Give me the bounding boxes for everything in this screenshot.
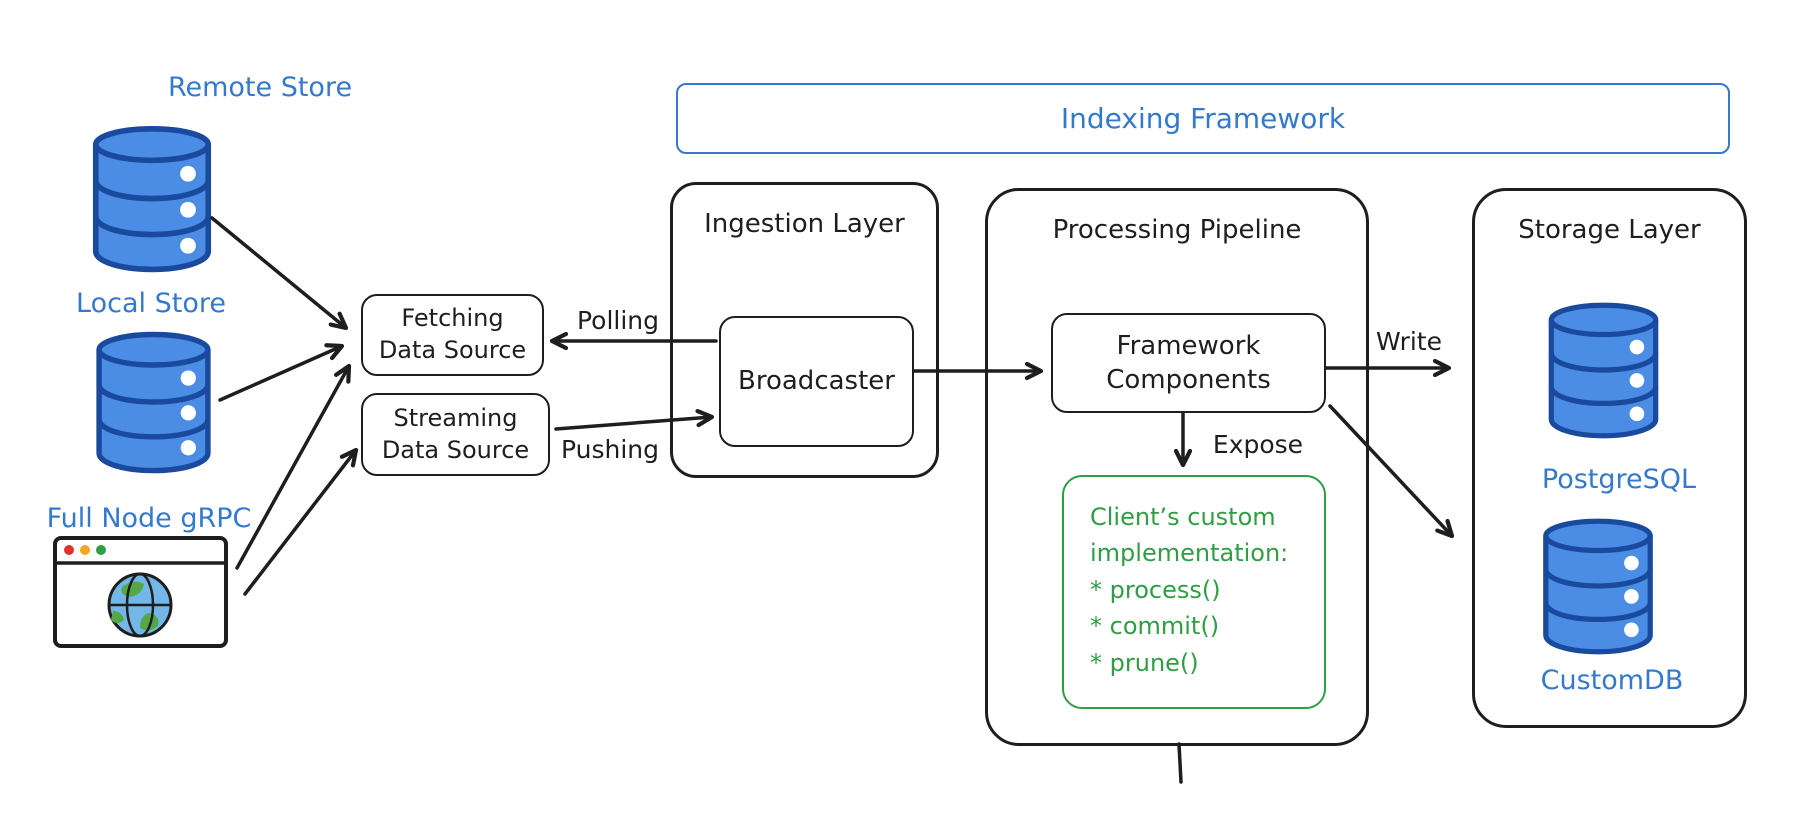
postgresql-label: PostgreSQL [1541,464,1697,495]
globe-icon [107,572,173,638]
edge-label-polling: Polling [576,306,660,335]
storage-layer-title: Storage Layer [1518,215,1701,245]
arrow-fullnode-to-fetching [235,363,352,570]
ingestion-layer-title: Ingestion Layer [704,209,905,239]
processing-pipeline-container: Processing Pipeline Framework Components… [985,188,1369,746]
broadcaster-node: Broadcaster [719,316,914,447]
indexing-framework-title: Indexing Framework [1060,102,1346,135]
edge-label-expose: Expose [1212,430,1304,459]
local-store-database-icon [89,328,218,476]
framework-components-node: Framework Components [1051,313,1326,413]
postgresql-database-icon [1543,299,1664,441]
full-node-browser-icon [53,536,228,648]
storage-layer-container: Storage Layer PostgreSQL CustomDB [1472,188,1747,728]
edge-label-write: Write [1375,327,1442,356]
window-dot-green-icon [96,545,106,555]
customdb-label: CustomDB [1540,665,1684,696]
window-dot-red-icon [64,545,74,555]
indexing-framework-banner: Indexing Framework [676,83,1730,154]
customdb-database-icon [1538,515,1658,657]
edge-label-pushing: Pushing [560,435,659,464]
arrow-local-to-fetching [218,343,345,402]
client-custom-implementation-note: Client’s custom implementation: * proces… [1062,475,1326,709]
remote-store-database-icon [89,122,215,275]
remote-store-label: Remote Store [167,72,353,103]
container-stroke-overshoot [1177,742,1183,784]
fetching-data-source-node: Fetching Data Source [361,294,544,376]
local-store-label: Local Store [76,288,226,319]
full-node-grpc-label: Full Node gRPC [46,503,252,534]
ingestion-layer-container: Ingestion Layer Broadcaster [670,182,939,478]
processing-pipeline-title: Processing Pipeline [1052,215,1302,245]
window-dot-yellow-icon [80,545,90,555]
streaming-data-source-node: Streaming Data Source [361,393,550,476]
